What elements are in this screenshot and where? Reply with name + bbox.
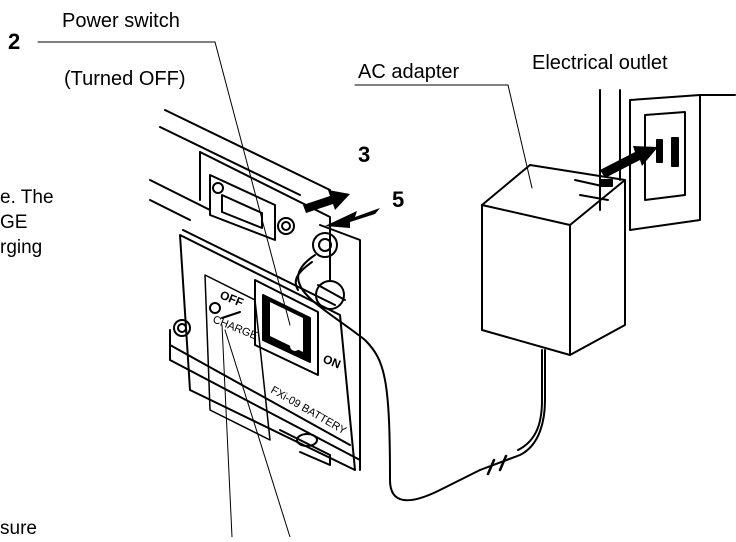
- step-number-3: 3: [358, 142, 371, 167]
- cropped-text-line3: rging: [0, 237, 43, 258]
- charge-arrow: [221, 311, 241, 319]
- serial-connector: [209, 174, 295, 241]
- electrical-outlet-label: Electrical outlet: [532, 52, 668, 74]
- cropped-text-line4: sure: [0, 518, 37, 539]
- off-marking: OFF: [218, 288, 245, 310]
- turned-off-label: (Turned OFF): [64, 68, 186, 90]
- on-marking: ON: [321, 352, 343, 372]
- power-switch: [254, 279, 319, 376]
- action-arrows: [303, 146, 658, 228]
- step-number-5: 5: [392, 187, 405, 212]
- adapter-cable: [294, 254, 546, 502]
- arrow-insert: [325, 208, 380, 228]
- ac-adapter-label: AC adapter: [358, 61, 460, 83]
- leader-lines: [37, 41, 533, 538]
- step-number-2: 2: [8, 29, 21, 54]
- cropped-text-line1: e. The: [0, 187, 54, 208]
- arrow-remove: [303, 190, 350, 213]
- charge-lamp: [209, 302, 221, 314]
- device-body: [149, 109, 361, 461]
- battery-panel: [173, 224, 361, 471]
- charge-marking: CHARGE: [211, 314, 259, 343]
- ac-adapter-box: [481, 164, 626, 356]
- power-switch-label: Power switch: [62, 10, 180, 32]
- cropped-text-line2: GE: [0, 212, 28, 233]
- electrical-outlet: [599, 89, 736, 231]
- dc-jack: [312, 232, 346, 310]
- arrow-plug-outlet: [600, 146, 658, 178]
